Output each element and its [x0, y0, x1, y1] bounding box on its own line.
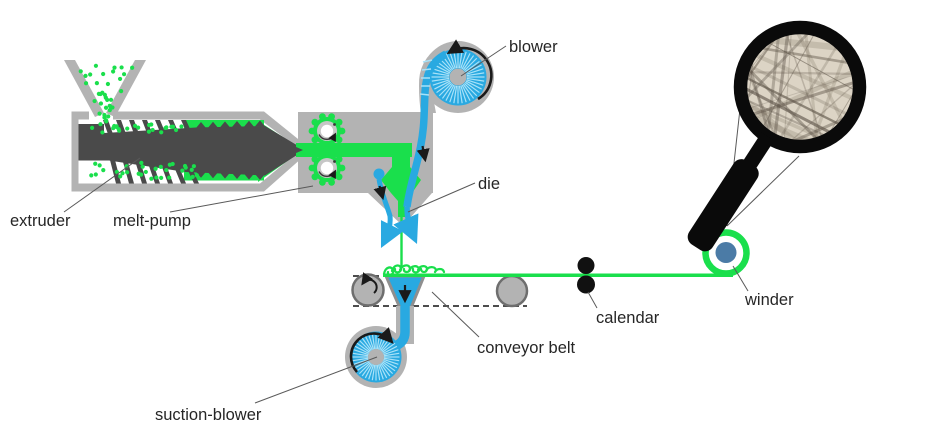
blower-unit: [403, 39, 494, 208]
conveyor-belt-assembly: [351, 272, 529, 310]
roller-rotation-arrow: [361, 272, 378, 294]
leader-extruder: [63, 157, 141, 213]
magnifier-handle: [687, 132, 775, 252]
die-air-nozzles: [373, 168, 419, 249]
blower-label: blower: [509, 38, 558, 56]
web-pile: [382, 264, 446, 277]
web-line: [382, 264, 733, 278]
leader-suction: [254, 356, 378, 404]
air-flow-arrow-left: [373, 185, 387, 201]
leader-conveyor: [431, 291, 480, 338]
air-flow-arrow-right: [416, 145, 430, 163]
melt-downpipe: [381, 143, 421, 217]
magnifier-lens: [743, 30, 857, 144]
nonwoven-texture: [743, 30, 857, 144]
calendar-roll-bottom: [577, 275, 595, 294]
belt-roller-right: [495, 274, 529, 308]
calendar-label: calendar: [596, 309, 660, 327]
air-nozzle-right: [393, 206, 419, 245]
leader-die: [407, 182, 476, 213]
winder-label: winder: [744, 291, 794, 309]
air-duct-hatch: [419, 59, 433, 96]
melt-pump-label: melt-pump: [113, 212, 191, 230]
suction-blower-label: suction-blower: [155, 406, 262, 424]
conveyor-belt-label: conveyor belt: [477, 339, 576, 357]
polymer-pellets: [78, 63, 199, 181]
die-label: die: [478, 175, 500, 193]
suction-blades-icon: [352, 333, 400, 381]
calendar-roll-top: [577, 257, 595, 274]
extruder-machine: [64, 60, 412, 192]
extruder-label: extruder: [10, 212, 71, 230]
magnifier-cone-right: [726, 155, 800, 227]
leader-lines: [63, 45, 749, 404]
air-duct: [403, 50, 448, 208]
suction-blower-unit: [345, 306, 414, 388]
leader-calendar: [587, 291, 598, 309]
blower-hub: [449, 68, 467, 86]
leader-melt-pump: [169, 185, 314, 213]
magnifier-frame: [733, 20, 867, 154]
leader-winder: [732, 265, 749, 292]
blower-rotation-arrow: [446, 39, 493, 101]
calendar-rolls: [577, 257, 595, 294]
gear-top-icon: [308, 113, 346, 149]
extruder-screw: [78, 120, 302, 184]
screw-tip: [280, 140, 303, 160]
suction-rotation-arrow: [349, 327, 394, 373]
suction-duct: [391, 306, 410, 352]
leader-blower: [460, 45, 507, 77]
magnifier-icon: [687, 20, 867, 252]
winder-core: [715, 242, 737, 263]
gear-bottom-icon: [308, 150, 346, 186]
